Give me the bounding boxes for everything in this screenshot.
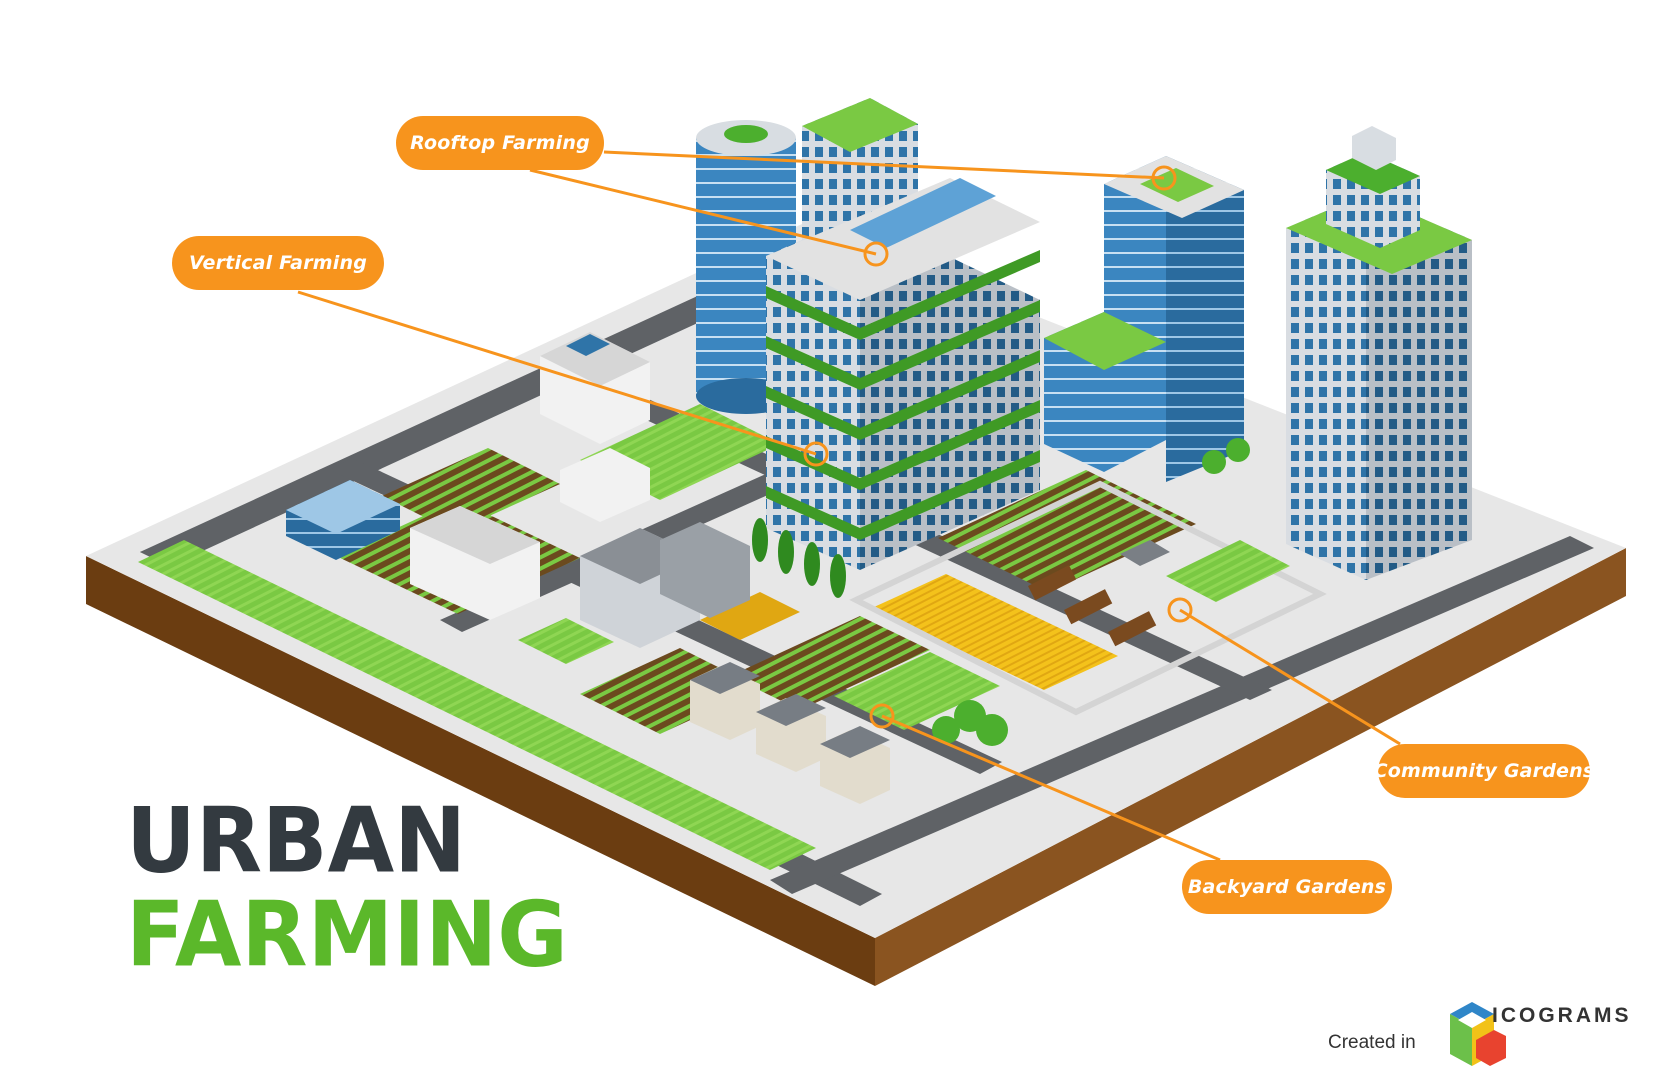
credit-prefix: Created in xyxy=(1328,1032,1416,1053)
backyard-gardens-callout: Backyard Gardens xyxy=(1182,860,1392,914)
rooftop-farming-callout: Rooftop Farming xyxy=(396,116,604,170)
title-farming: FARMING xyxy=(126,882,568,988)
community-garden xyxy=(849,480,1327,716)
callout-connectors xyxy=(297,150,1401,862)
icograms-brand: ICOGRAMS xyxy=(1492,1004,1632,1027)
vertical-farm-tower xyxy=(752,178,1040,598)
icograms-logo-icon xyxy=(1450,1002,1506,1066)
tall-white-tower xyxy=(1286,126,1472,580)
vertical-farming-callout: Vertical Farming xyxy=(172,236,384,290)
community-gardens-callout: Community Gardens xyxy=(1374,744,1594,798)
title-urban: URBAN xyxy=(126,788,467,894)
low-rise-buildings xyxy=(286,332,750,648)
blue-glass-tower xyxy=(1044,156,1250,482)
backyard-houses xyxy=(690,662,1008,804)
callout-markers xyxy=(803,165,1193,729)
